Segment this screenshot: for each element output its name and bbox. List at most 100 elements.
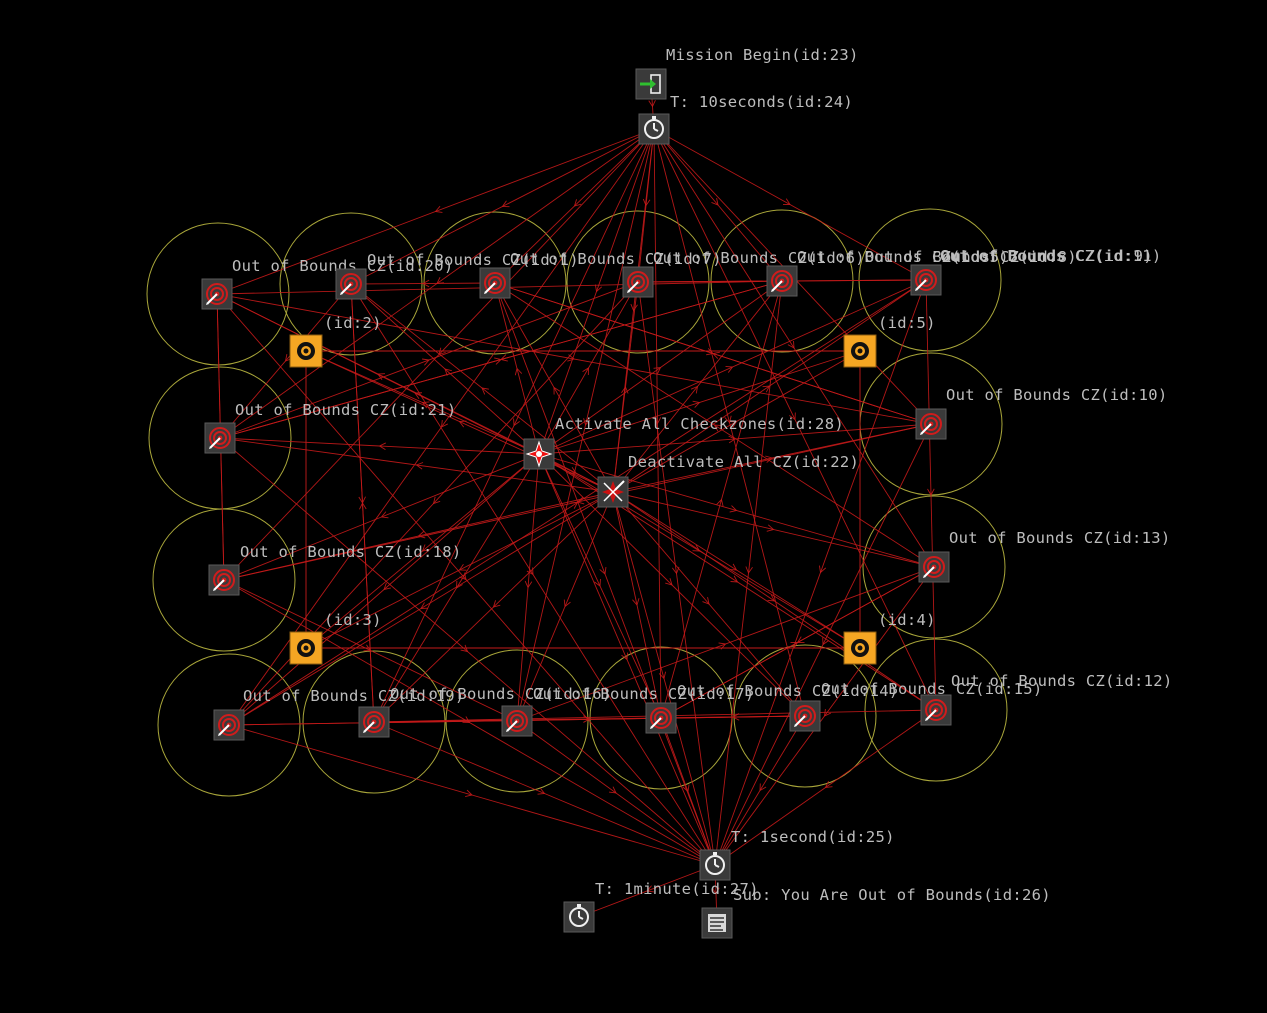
checkzone-node[interactable]: Out of Bounds CZ(id:14)	[645, 682, 899, 734]
edge-arrow	[621, 652, 629, 661]
node-label: Out of Bounds CZ(id:17)	[533, 685, 755, 703]
target-icon	[789, 700, 821, 732]
edge-arrow	[927, 488, 935, 496]
edge-arrow	[537, 787, 546, 795]
subtitle-node[interactable]: Sub: You Are Out of Bounds(id:26)	[701, 886, 1051, 939]
edge-arrow	[653, 366, 662, 374]
node-label: Out of Bounds CZ(id:21)	[235, 401, 457, 419]
edge-arrow	[702, 597, 710, 605]
waypoint-node[interactable]: (id:5)	[843, 314, 936, 368]
node-label: Out of Bounds CZ(id:20)	[232, 257, 454, 275]
text-lines-icon	[701, 907, 733, 939]
edge-arrow	[630, 303, 638, 312]
checkzone-node[interactable]: Out of Bounds CZ(id:13)	[918, 529, 1171, 583]
edge-arrow	[563, 599, 571, 608]
edge-arrow	[422, 358, 430, 366]
timer-node[interactable]: T: 1second(id:25)	[699, 828, 895, 881]
target-icon	[213, 709, 245, 741]
node-label: (id:2)	[324, 314, 382, 332]
edge-arrow	[514, 367, 523, 376]
checkzone-node[interactable]: Out of Bounds CZ(id:1)	[335, 251, 579, 300]
edge-arrow	[444, 368, 452, 376]
target-icon	[204, 422, 236, 454]
checkzone-node[interactable]: Out of Bounds CZ(id:10)	[915, 386, 1168, 440]
edge-arrow	[682, 784, 690, 793]
node-label: Out of Bounds CZ(id:10)	[946, 386, 1168, 404]
checkzone-node[interactable]: Out of Bounds CZ(id:16)	[358, 685, 612, 738]
target-icon	[918, 551, 950, 583]
node-label: Deactivate All CZ(id:22)	[628, 453, 859, 471]
edge-arrow	[432, 496, 441, 505]
checkzone-node[interactable]: Out of Bounds CZ(id:9)	[910, 247, 1153, 296]
waypoint-node[interactable]: (id:4)	[843, 611, 936, 665]
edge-arrow	[789, 412, 796, 421]
target-icon	[335, 268, 367, 300]
edge-arrow	[692, 544, 701, 552]
checkzone-node[interactable]: Out of Bounds CZ(id:7)	[479, 250, 722, 299]
edge-arrow	[458, 563, 467, 571]
edge-arrow	[458, 420, 467, 428]
node-label: (id:3)	[324, 611, 382, 629]
node-label: T: 10seconds(id:24)	[670, 93, 853, 111]
waypoint-node[interactable]: (id:3)	[289, 611, 382, 665]
node-label: Out of Bounds CZ(id:14)	[677, 682, 899, 700]
edge-arrow	[713, 424, 722, 432]
target-icon	[201, 278, 233, 310]
edge-arrow	[765, 455, 773, 463]
checkzone-node[interactable]: Out of Bounds CZ(id:18)	[208, 543, 462, 596]
edge-arrow	[460, 644, 469, 653]
node-label: Out of Bounds CZ(id:8)	[865, 248, 1077, 266]
checkzone-node[interactable]: Out of Bounds CZ(id:11)	[940, 247, 1162, 265]
target-icon	[479, 267, 511, 299]
edge-arrow	[570, 501, 579, 509]
checkzone-node[interactable]: Out of Bounds CZ(id:5)	[766, 248, 1009, 297]
target-icon	[208, 564, 240, 596]
door-enter-icon	[635, 68, 667, 100]
waypoint-ring-icon	[843, 334, 877, 368]
checkzone-node[interactable]: Out of Bounds CZ(id:8)	[865, 248, 1077, 266]
edge-arrow	[729, 421, 738, 428]
activate-node[interactable]: Activate All Checkzones(id:28)	[523, 415, 844, 470]
checkzone-node[interactable]: Out of Bounds CZ(id:19)	[213, 687, 465, 741]
checkzone-node[interactable]: Out of Bounds CZ(id:20)	[201, 257, 454, 310]
edge-arrow	[583, 418, 591, 426]
waypoint-ring-icon	[289, 334, 323, 368]
edge-arrow	[481, 387, 489, 395]
checkzone-node[interactable]: Out of Bounds CZ(id:12)	[920, 672, 1173, 726]
node-label: Out of Bounds CZ(id:18)	[240, 543, 462, 561]
waypoint-node[interactable]: (id:2)	[289, 314, 382, 368]
edge-arrow	[729, 505, 738, 513]
checkzone-rings	[146, 208, 1008, 797]
edge-arrow	[766, 524, 775, 532]
edge-arrow	[420, 602, 429, 609]
edge-arrow	[790, 642, 799, 649]
edge-arrow	[718, 642, 727, 650]
checkzone-node[interactable]: Out of Bounds CZ(id:15)	[789, 680, 1043, 732]
mission-begin-node[interactable]: Mission Begin(id:23)	[635, 46, 859, 100]
edge-arrow	[724, 415, 732, 424]
node-label: T: 1minute(id:27)	[595, 880, 759, 898]
edge-arrow	[500, 354, 508, 362]
node-label: Activate All Checkzones(id:28)	[555, 415, 844, 433]
edge-arrow	[513, 418, 520, 427]
compass-activate-icon	[523, 438, 555, 470]
edge-arrow	[492, 600, 501, 608]
deactivate-node[interactable]: Deactivate All CZ(id:22)	[597, 453, 859, 508]
edge-arrow	[553, 386, 561, 395]
timer-node[interactable]: T: 10seconds(id:24)	[638, 93, 853, 145]
node-label: (id:5)	[878, 314, 936, 332]
edge-arrow	[582, 367, 589, 376]
zone-ring	[710, 209, 854, 353]
edge-arrow	[501, 200, 510, 208]
zone-ring	[864, 638, 1008, 782]
checkzone-node[interactable]: Out of Bounds CZ(id:21)	[204, 401, 457, 454]
edge-arrow	[823, 709, 832, 717]
edge-arrow	[594, 578, 601, 587]
edge-arrow	[692, 400, 701, 408]
checkzone-node[interactable]: Out of Bounds CZ(id:17)	[501, 685, 755, 737]
zone-ring	[152, 508, 296, 652]
waypoint-ring-icon	[843, 631, 877, 665]
checkzone-node[interactable]: Out of Bounds CZ(id:6)	[622, 249, 865, 298]
target-icon	[622, 266, 654, 298]
timer-node[interactable]: T: 1minute(id:27)	[563, 880, 759, 933]
